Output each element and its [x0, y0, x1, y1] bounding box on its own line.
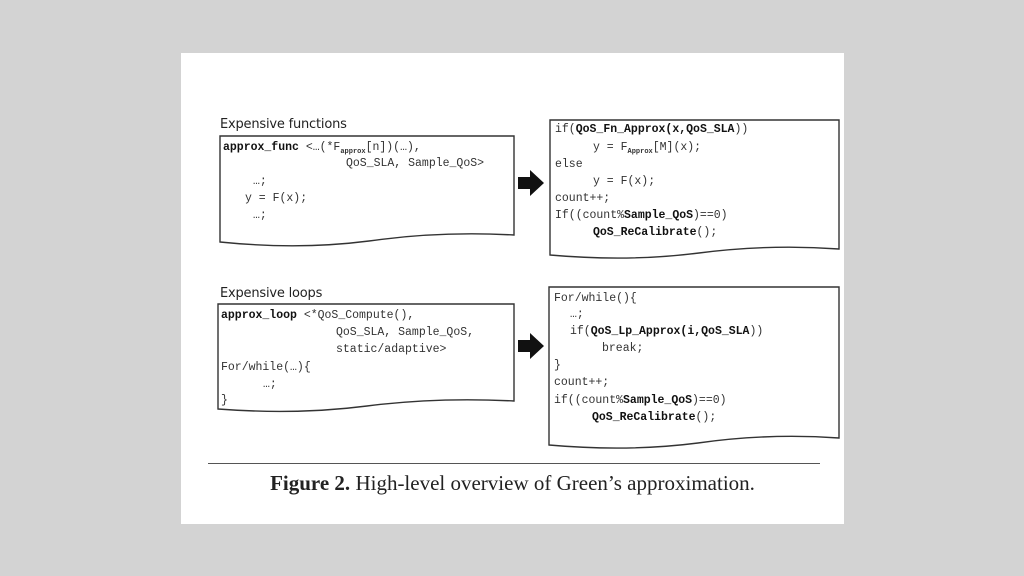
- code-line: static/adaptive>: [336, 343, 447, 356]
- code-text: If((count%: [555, 209, 625, 222]
- code-text: <*QoS_Compute(),: [296, 309, 415, 322]
- keyword: QoS_ReCalibrate: [592, 411, 696, 424]
- keyword: Sample_QoS: [623, 394, 693, 407]
- code-line: if(QoS_Lp_Approx(i,QoS_SLA)): [570, 323, 763, 340]
- code-line: count++;: [555, 192, 611, 205]
- document-frame: [549, 119, 840, 259]
- caption-divider: [208, 463, 820, 464]
- code-line: For/while(…){: [221, 361, 311, 374]
- document-frame: [219, 135, 515, 247]
- code-text: )==0): [692, 394, 727, 407]
- code-text: ();: [695, 411, 717, 424]
- code-text: if(: [570, 325, 591, 338]
- code-text: y = F: [593, 141, 628, 154]
- code-box-func-before: approx_func <…(*Fapprox[n])(…), QoS_SLA,…: [219, 135, 515, 248]
- code-line: QoS_SLA, Sample_QoS,: [336, 326, 475, 339]
- code-line: For/while(){: [554, 292, 637, 305]
- code-line: …;: [263, 378, 277, 391]
- code-box-func-after: if(QoS_Fn_Approx(x,QoS_SLA)) y = FApprox…: [549, 119, 840, 264]
- section-label-expensive-loops: Expensive loops: [220, 286, 323, 301]
- code-text: if(: [555, 123, 576, 136]
- code-line: approx_loop <*QoS_Compute(),: [221, 307, 414, 324]
- arrow-right-icon: [518, 170, 544, 196]
- code-line: if((count%Sample_QoS)==0): [554, 392, 727, 409]
- code-text: <…(*F: [298, 141, 341, 154]
- subscript: Approx: [627, 148, 653, 156]
- code-text: [M](x);: [652, 141, 702, 154]
- code-line: If((count%Sample_QoS)==0): [555, 207, 728, 224]
- code-text: ();: [696, 226, 718, 239]
- subscript: approx: [340, 148, 366, 156]
- keyword: approx_func: [223, 141, 299, 154]
- code-line: QoS_ReCalibrate();: [592, 409, 716, 426]
- figure-caption: Figure 2. High-level overview of Green’s…: [181, 471, 844, 496]
- code-line: y = FApprox[M](x);: [593, 139, 701, 161]
- keyword: approx_loop: [221, 309, 297, 322]
- code-text: )): [734, 123, 749, 136]
- code-line: }: [554, 359, 561, 372]
- document-frame: [217, 303, 515, 413]
- arrow-right-icon: [518, 333, 544, 359]
- code-line: y = F(x);: [593, 175, 656, 188]
- code-line: }: [221, 394, 228, 407]
- code-text: )): [749, 325, 764, 338]
- document-frame: [548, 286, 840, 449]
- keyword: QoS_Lp_Approx(i,QoS_SLA: [590, 325, 750, 338]
- keyword: QoS_Fn_Approx(x,QoS_SLA: [575, 123, 735, 136]
- keyword: Sample_QoS: [624, 209, 694, 222]
- keyword: QoS_ReCalibrate: [593, 226, 697, 239]
- figure-number: Figure 2.: [270, 471, 351, 495]
- caption-text: High-level overview of Green’s approxima…: [350, 471, 755, 495]
- code-text: [n])(…),: [365, 141, 421, 154]
- code-line: count++;: [554, 376, 610, 389]
- code-box-loop-after: For/while(){ …; if(QoS_Lp_Approx(i,QoS_S…: [548, 286, 840, 453]
- figure-card: Expensive functions approx_func <…(*Fapp…: [181, 53, 844, 524]
- code-line: …;: [253, 175, 267, 188]
- code-line: QoS_SLA, Sample_QoS>: [346, 157, 485, 170]
- code-line: y = F(x);: [245, 192, 308, 205]
- code-line: else: [555, 158, 583, 171]
- code-line: if(QoS_Fn_Approx(x,QoS_SLA)): [555, 121, 748, 138]
- code-line: …;: [253, 209, 267, 222]
- code-text: if((count%: [554, 394, 624, 407]
- code-line: QoS_ReCalibrate();: [593, 224, 717, 241]
- code-text: )==0): [693, 209, 728, 222]
- section-label-expensive-functions: Expensive functions: [220, 117, 347, 132]
- code-line: …;: [570, 308, 584, 321]
- code-box-loop-before: approx_loop <*QoS_Compute(), QoS_SLA, Sa…: [217, 303, 515, 415]
- code-line: approx_func <…(*Fapprox[n])(…),: [223, 139, 421, 161]
- code-line: break;: [602, 342, 644, 355]
